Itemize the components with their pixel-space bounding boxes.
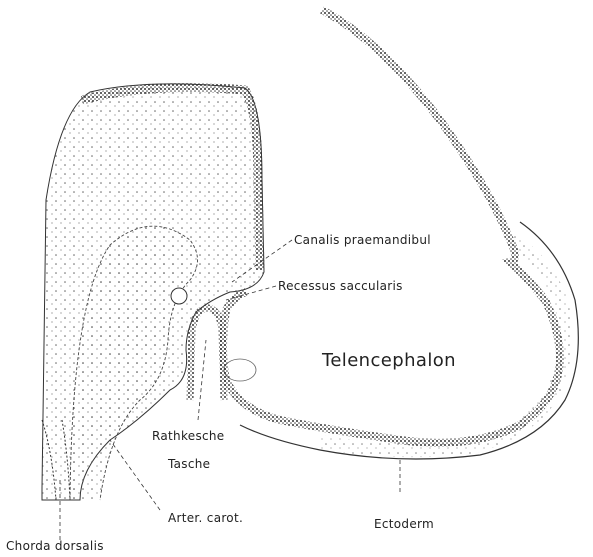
chorda-label: Chorda dorsalis <box>6 540 104 552</box>
rathke-label-line2: Tasche <box>168 458 210 470</box>
telencephalon-label: Telencephalon <box>322 352 456 370</box>
rathke-pouch <box>190 308 224 400</box>
arter-carot-label: Arter. carot. <box>168 512 243 524</box>
telencephalon-wall <box>223 10 560 443</box>
canalis-label: Canalis praemandibul <box>294 234 431 246</box>
ectoderm-band <box>320 240 564 450</box>
rathke-label-line1: Rathkesche <box>152 430 224 442</box>
canalis-lumen <box>171 288 187 304</box>
ectoderm-label: Ectoderm <box>374 518 434 530</box>
recessus-label: Recessus saccularis <box>278 280 403 292</box>
